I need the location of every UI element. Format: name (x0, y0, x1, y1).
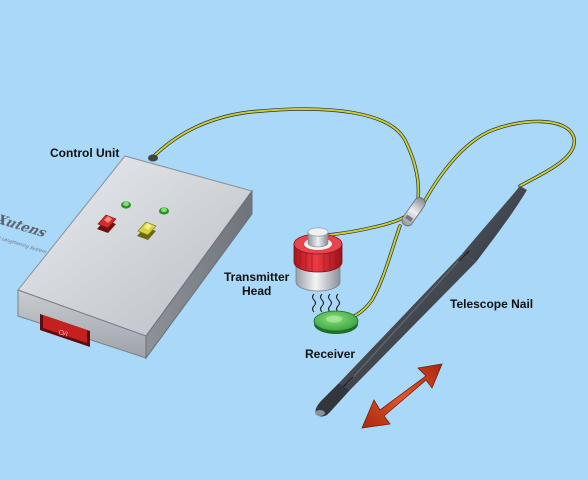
control-unit-label: Control Unit (50, 146, 120, 160)
green-led-icon (121, 201, 131, 209)
transmitter-head-label-line2: Head (242, 284, 272, 298)
yellow-button-icon (137, 221, 157, 240)
control-unit-box: O/I (17, 154, 253, 360)
telescope-nail (315, 186, 527, 417)
power-switch-icon: O/I (40, 314, 90, 347)
svg-text:O/I: O/I (57, 329, 68, 339)
cable-nail-loop (418, 119, 576, 212)
transmitter-head (293, 227, 343, 292)
receiver-disc (313, 310, 359, 334)
cable-junction-to-receiver (344, 224, 402, 320)
telescope-nail-label: Telescope Nail (450, 297, 534, 311)
cable-connector (401, 197, 426, 227)
transmitter-head-label-line1: Transmitter (224, 270, 290, 284)
double-arrow-icon (361, 363, 443, 429)
signal-waves-icon (311, 293, 341, 313)
receiver-label: Receiver (305, 347, 356, 361)
transmitter-head-label: Transmitter Head (224, 270, 289, 298)
green-led-icon (159, 207, 169, 215)
red-button-icon (97, 214, 117, 233)
